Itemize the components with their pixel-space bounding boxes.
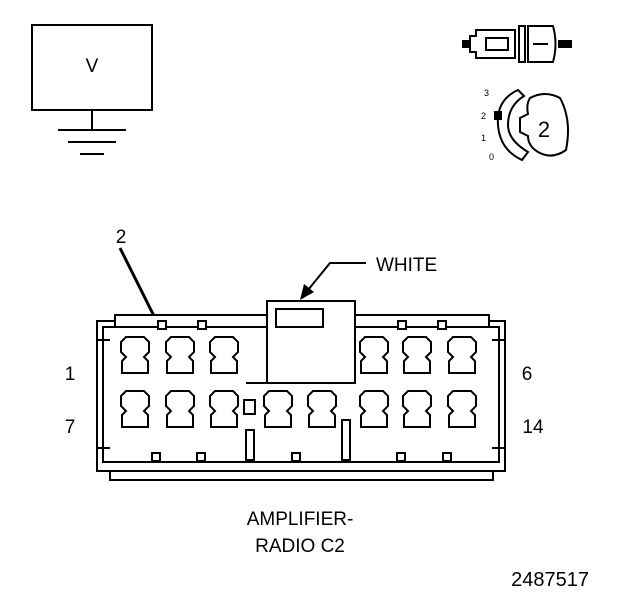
switch-position-3: 3 — [484, 88, 489, 98]
cavity-11 — [307, 390, 337, 428]
cavity-12 — [359, 390, 389, 428]
pin-label-1: 1 — [65, 364, 76, 385]
cavity-6 — [447, 336, 477, 374]
voltmeter-label: V — [86, 56, 99, 77]
cavity-10 — [263, 390, 293, 428]
rotary-switch-icon: 3 2 1 0 2 — [481, 88, 569, 162]
switch-position-1: 1 — [481, 133, 486, 143]
switch-position-2: 2 — [481, 111, 486, 121]
cavity-2 — [165, 336, 195, 374]
connector-name-line1: AMPLIFIER- — [247, 509, 354, 530]
switch-selected-position: 2 — [538, 117, 550, 142]
cavity-13 — [402, 390, 432, 428]
cavity-4 — [359, 336, 389, 374]
callout-number: 2 — [116, 227, 127, 248]
connector-face — [96, 300, 506, 481]
connector-color-label: WHITE — [376, 255, 437, 276]
cavity-3 — [209, 336, 239, 374]
color-callout: WHITE — [300, 255, 437, 300]
cavity-14 — [447, 390, 477, 428]
switch-position-0: 0 — [489, 152, 494, 162]
figure-id: 2487517 — [511, 569, 589, 591]
cavity-7 — [120, 390, 150, 428]
connector-name-line2: RADIO C2 — [255, 536, 345, 557]
voltmeter-symbol: V — [31, 24, 153, 155]
pin-label-6: 6 — [522, 364, 533, 385]
pin-label-14: 14 — [522, 417, 544, 438]
cavity-9 — [209, 390, 239, 428]
pin-label-7: 7 — [65, 417, 76, 438]
connector-sideview-icon — [462, 25, 572, 63]
cavity-5 — [402, 336, 432, 374]
cavity-8 — [165, 390, 195, 428]
cavity-1 — [120, 336, 150, 374]
